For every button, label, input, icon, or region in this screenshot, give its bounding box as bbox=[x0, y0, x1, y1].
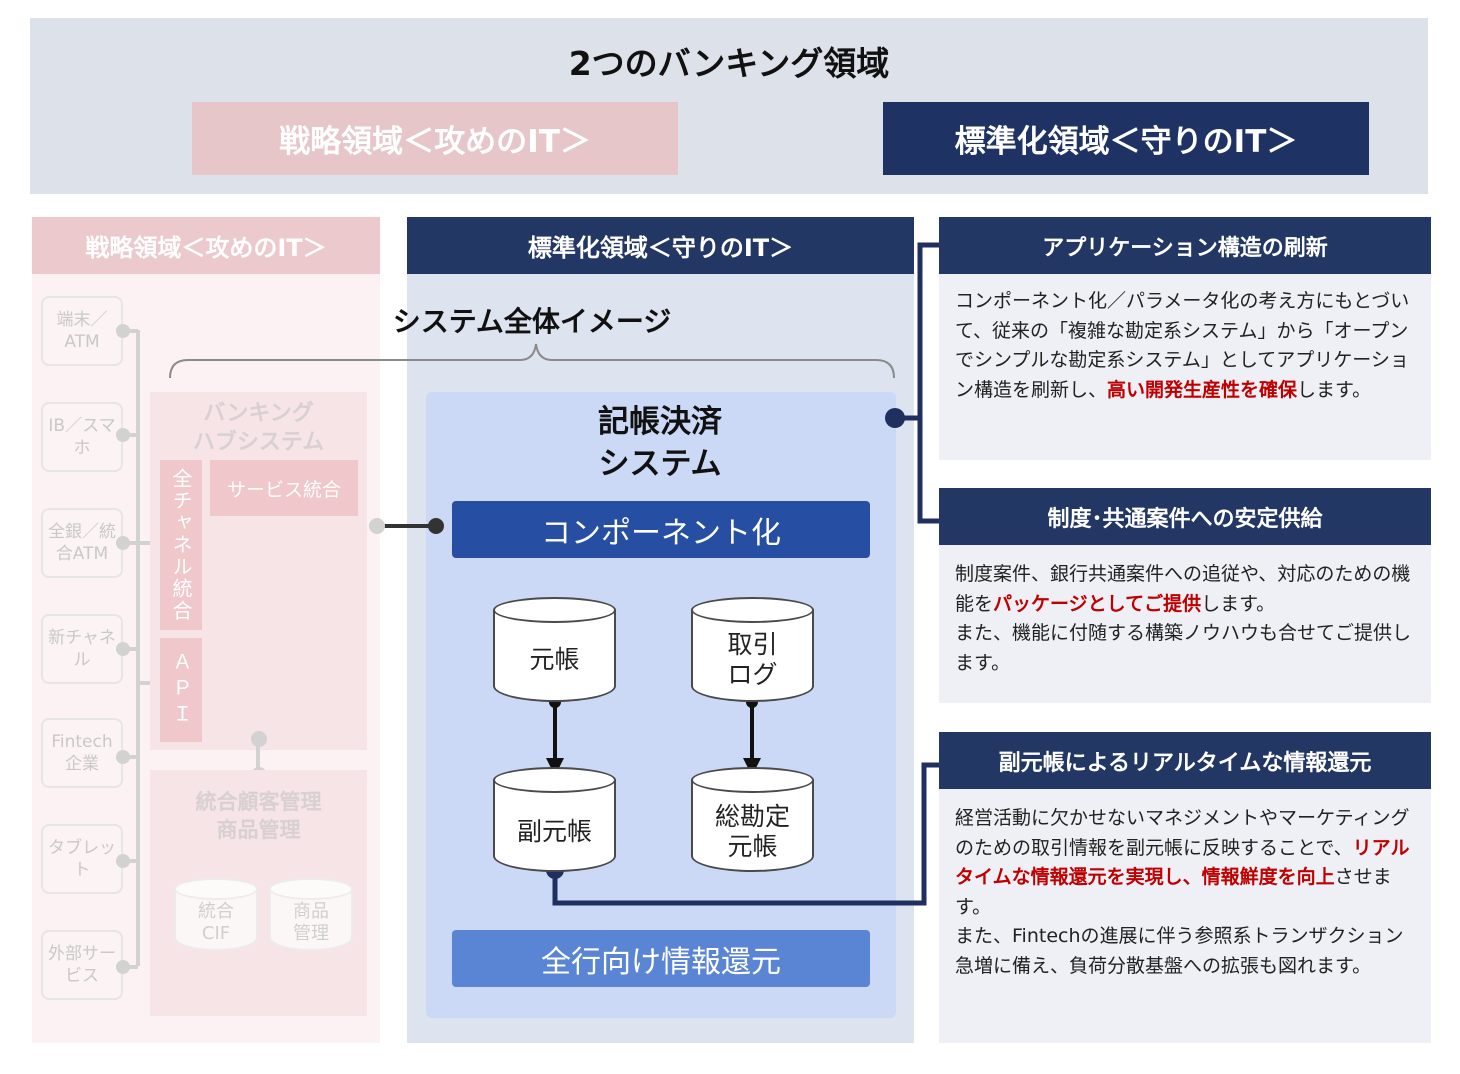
product-db-label-line1: 商品 bbox=[293, 901, 329, 922]
connector-line bbox=[122, 329, 138, 333]
connector-line bbox=[138, 681, 160, 685]
s3-text-c: また、Fintechの進展に伴う参照系トランザクション急増に備え、負荷分散基盤へ… bbox=[955, 925, 1404, 977]
connector-line bbox=[122, 965, 138, 969]
connector-line bbox=[122, 859, 138, 863]
cif-db-label-line2: CIF bbox=[201, 923, 231, 944]
strategic-panel-header: 戦略領域＜攻めのIT＞ bbox=[32, 217, 380, 274]
hub-title-line2: ハブシステム bbox=[192, 430, 325, 455]
all-channel-integration: 全チャネル統合 bbox=[160, 460, 202, 630]
general-ledger-line2: 元帳 bbox=[727, 832, 778, 861]
settlement-title-line1: 記帳決済 bbox=[598, 404, 722, 440]
trade-log-db-body bbox=[691, 610, 814, 702]
trade-log-db-top bbox=[691, 597, 814, 623]
cif-db-label: 統合 CIF bbox=[174, 900, 258, 946]
system-image-title: システム全体イメージ bbox=[392, 305, 672, 338]
section-stable-supply-body bbox=[939, 545, 1431, 703]
channel-zengin: 全銀／統合ATM bbox=[41, 508, 123, 578]
channel-external-service: 外部サービス bbox=[41, 930, 123, 1000]
product-db-top bbox=[269, 878, 353, 900]
crm-title-line1: 統合顧客管理 bbox=[195, 790, 322, 814]
s1-text-a: コンポーネント化／パラメータ化の考え方にもとづいて、従来の「複雑な勘定系システム… bbox=[955, 290, 1410, 401]
standard-area-label: 標準化領域＜守りのIT＞ bbox=[883, 102, 1369, 175]
ledger-db-label: 元帳 bbox=[529, 645, 580, 674]
connector-line bbox=[122, 541, 160, 545]
service-integration: サービス統合 bbox=[210, 460, 358, 516]
cif-db-label-line1: 統合 bbox=[198, 901, 234, 922]
channel-fintech: Fintech企業 bbox=[41, 718, 123, 788]
trade-log-line1: 取引 bbox=[727, 630, 778, 659]
s2-text-highlight: パッケージとしてご提供 bbox=[993, 592, 1202, 615]
componentization-bar: コンポーネント化 bbox=[452, 501, 870, 558]
general-ledger-db-label: 総勘定 元帳 bbox=[691, 800, 814, 864]
hub-title-line1: バンキング bbox=[203, 401, 314, 426]
section-app-structure-text: コンポーネント化／パラメータ化の考え方にもとづいて、従来の「複雑な勘定系システム… bbox=[955, 287, 1415, 405]
hub-title: バンキング ハブシステム bbox=[150, 398, 367, 458]
s1-text-b: します。 bbox=[1297, 378, 1372, 401]
section-realtime-header: 副元帳によるリアルタイムな情報還元 bbox=[939, 732, 1431, 789]
section-stable-supply-text: 制度案件、銀行共通案件への追従や、対応のための機能をパッケージとしてご提供します… bbox=[955, 560, 1415, 678]
trade-log-db-label: 取引 ログ bbox=[691, 628, 814, 692]
section-realtime-body bbox=[939, 789, 1431, 1043]
product-db-label: 商品 管理 bbox=[269, 900, 353, 946]
main-title: 2つのバンキング領域 bbox=[568, 44, 890, 83]
strategic-area-label: 戦略領域＜攻めのIT＞ bbox=[192, 102, 678, 175]
sub-ledger-db-top bbox=[493, 767, 616, 793]
settlement-title-line2: システム bbox=[598, 446, 722, 482]
product-db-label-line2: 管理 bbox=[293, 923, 329, 944]
connector-line bbox=[122, 755, 138, 759]
info-return-bar: 全行向け情報還元 bbox=[452, 930, 870, 987]
section-stable-supply-header: 制度･共通案件への安定供給 bbox=[939, 488, 1431, 545]
brace-icon bbox=[169, 343, 895, 379]
s2-text-a: 制度案件、銀行共通案件への追従や、対応のための機能を bbox=[955, 563, 1411, 615]
section-realtime-text: 経営活動に欠かせないマネジメントやマーケティングのための取引情報を副元帳に反映す… bbox=[955, 804, 1415, 981]
s3-text-highlight: リアルタイムな情報還元を実現し、情報鮮度を向上 bbox=[955, 836, 1410, 889]
connector-line bbox=[122, 433, 138, 437]
hub-crm-line bbox=[256, 740, 260, 776]
s1-text-highlight: 高い開発生産性を確保 bbox=[1107, 378, 1298, 401]
section-app-structure-header: アプリケーション構造の刷新 bbox=[939, 217, 1431, 274]
s2-text-c: また、機能に付随する構築ノウハウも合せてご提供します。 bbox=[955, 622, 1412, 674]
channel-new: 新チャネル bbox=[41, 614, 123, 684]
crm-title: 統合顧客管理 商品管理 bbox=[150, 786, 367, 846]
connector-line bbox=[122, 647, 138, 651]
s2-text-b: します。 bbox=[1201, 592, 1276, 615]
api-box: ＡＰＩ bbox=[160, 638, 202, 742]
channel-bus-line bbox=[136, 330, 140, 966]
channel-atm: 端末／ATM bbox=[41, 296, 123, 366]
general-ledger-line1: 総勘定 bbox=[714, 802, 790, 831]
s3-text-a: 経営活動に欠かせないマネジメントやマーケティングのための取引情報を副元帳に反映す… bbox=[955, 807, 1410, 859]
general-ledger-db-top bbox=[691, 767, 814, 793]
channel-tablet: タブレット bbox=[41, 824, 123, 894]
cif-db-top bbox=[174, 878, 258, 900]
settlement-system-title: 記帳決済 システム bbox=[540, 398, 780, 488]
connector-dot bbox=[251, 731, 267, 747]
sub-ledger-db-label: 副元帳 bbox=[516, 817, 592, 846]
s3-text-b: させます。 bbox=[955, 866, 1392, 918]
settlement-system-box bbox=[426, 392, 896, 1018]
section-app-structure-body bbox=[939, 274, 1431, 460]
channel-ib-smartphone: IB／スマホ bbox=[41, 402, 123, 472]
product-db-body bbox=[269, 889, 353, 951]
crm-title-line2: 商品管理 bbox=[216, 818, 301, 842]
ledger-db-top bbox=[493, 597, 616, 623]
standard-panel-header: 標準化領域＜守りのIT＞ bbox=[407, 217, 914, 274]
trade-log-line2: ログ bbox=[727, 660, 778, 689]
